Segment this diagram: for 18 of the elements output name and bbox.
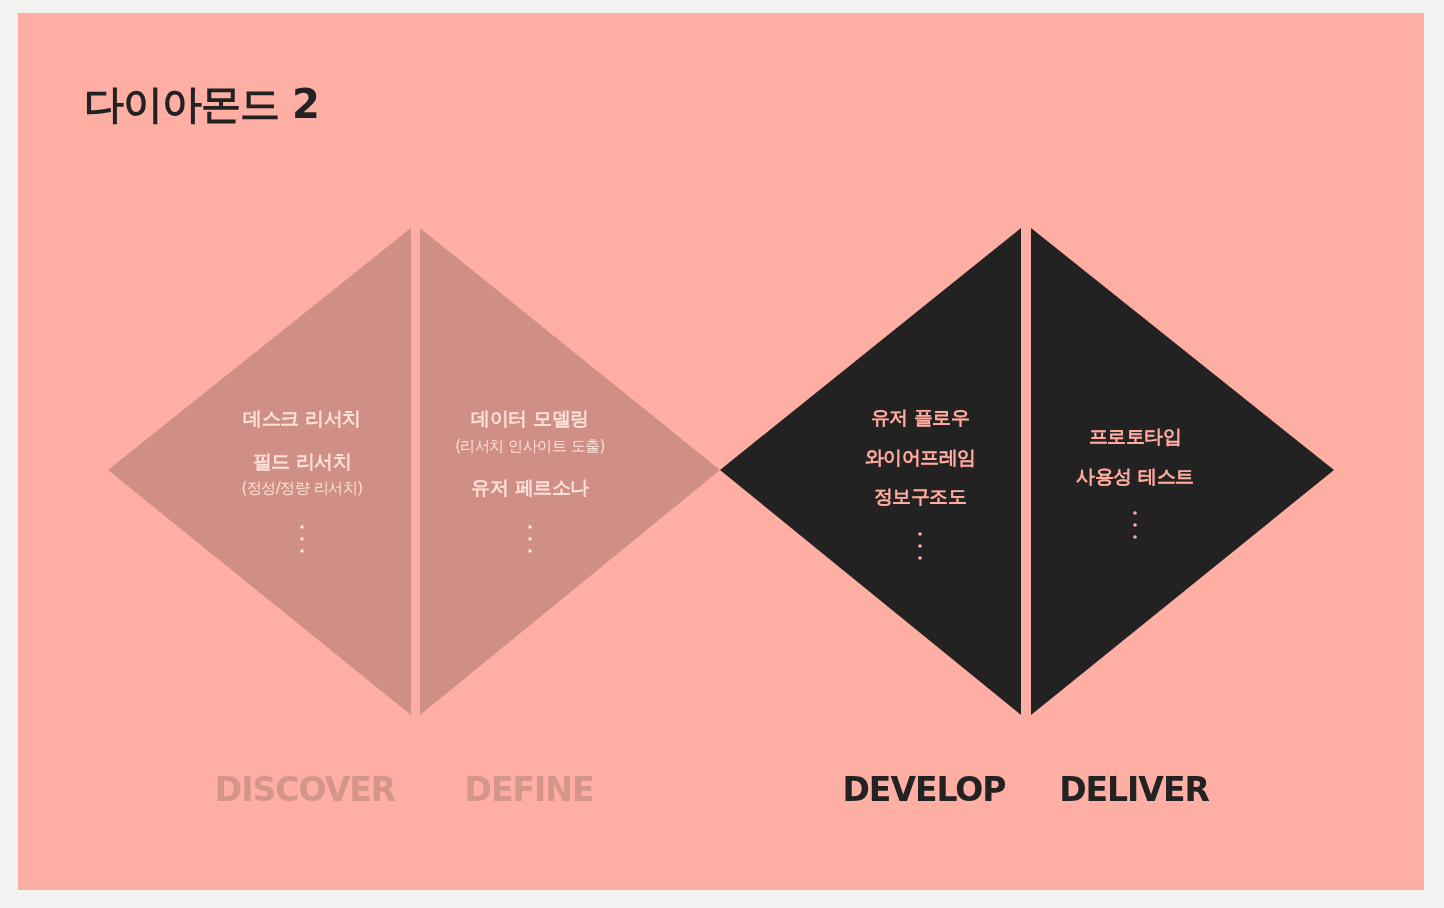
note-text: (리서치 인사이트 도출)	[455, 437, 605, 455]
list-item: 프로토타입	[1088, 425, 1182, 447]
list-item: 데이터 모델링	[471, 407, 589, 429]
note-text: (정성/정량 리서치)	[241, 479, 363, 497]
list-item: 사용성 테스트	[1076, 465, 1194, 487]
triangle-panel	[1031, 228, 1334, 715]
triangle-panel	[720, 228, 1021, 715]
title: 다이아몬드 2	[84, 80, 319, 128]
list-item: 데스크 리서치	[243, 407, 361, 429]
phase-label: DEVELOP	[842, 771, 1006, 809]
list-item: 필드 리서치	[252, 450, 352, 472]
list-item: 유저 플로우	[870, 406, 970, 428]
triangle-panel	[420, 228, 720, 715]
list-item: 정보구조도	[873, 485, 967, 507]
triangle-panel	[108, 228, 411, 715]
list-item: 와이어프레임	[864, 446, 976, 468]
phase-label: DELIVER	[1059, 771, 1209, 809]
list-item: 유저 페르소나	[471, 476, 589, 498]
